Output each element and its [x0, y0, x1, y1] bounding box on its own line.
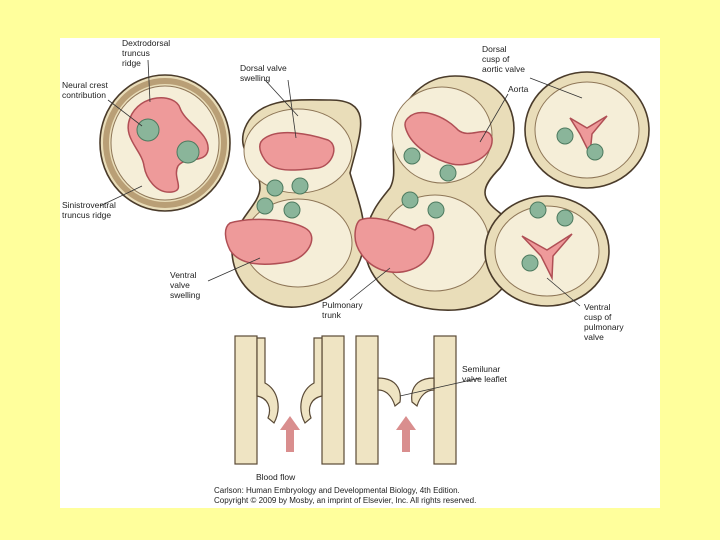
label-blood-flow: Blood flow: [256, 472, 296, 482]
label-dextrodorsal-1: Dextrodorsal: [122, 38, 170, 48]
leader-lines: [99, 59, 583, 397]
stage-2-upper-lumen: [259, 131, 335, 171]
stage-2-truncus: [224, 99, 366, 308]
label-neural-crest-1: Neural crest: [62, 80, 108, 90]
label-ventral-cusp-4: valve: [584, 332, 604, 342]
label-ventral-valve-1: Ventral: [170, 270, 197, 280]
label-aorta: Aorta: [508, 84, 529, 94]
stage-2-lower-lumen: [224, 218, 313, 265]
stage-3-truncus: [354, 75, 516, 311]
label-pulmonary-trunk-2: trunk: [322, 310, 342, 320]
label-dextrodorsal-2: truncus: [122, 48, 150, 58]
neural-crest-cells: [176, 140, 200, 164]
label-ventral-valve-3: swelling: [170, 290, 201, 300]
pulmonary-valve-cusps: [521, 233, 573, 281]
label-dorsal-cusp-1: Dorsal: [482, 44, 507, 54]
label-semilunar-1: Semilunar: [462, 364, 500, 374]
valve-leaflet: [411, 377, 435, 408]
valve-leaflet: [377, 377, 401, 408]
stage-1-truncus: [99, 74, 231, 212]
aorta-lumen: [404, 112, 493, 166]
caption-line-1: Carlson: Human Embryology and Developmen…: [214, 486, 460, 495]
valve-leaflet: [256, 337, 279, 424]
stage-4-truncus: [484, 71, 650, 307]
label-sinistroventral-1: Sinistroventral: [62, 200, 116, 210]
aortic-valve-cusps: [569, 115, 608, 157]
label-dorsal-valve-1: Dorsal valve: [240, 63, 287, 73]
label-ventral-cusp-1: Ventral: [584, 302, 611, 312]
label-dextrodorsal-3: ridge: [122, 58, 141, 68]
caption-line-2: Copyright © 2009 by Mosby, an imprint of…: [214, 496, 476, 505]
label-dorsal-valve-2: swelling: [240, 73, 271, 83]
pulmonary-trunk-lumen: [354, 217, 435, 274]
label-pulmonary-trunk-1: Pulmonary: [322, 300, 363, 310]
label-ventral-cusp-3: pulmonary: [584, 322, 624, 332]
label-dorsal-cusp-2: cusp of: [482, 54, 510, 64]
label-dorsal-cusp-3: aortic valve: [482, 64, 525, 74]
label-semilunar-2: valve leaflet: [462, 374, 508, 384]
valve-leaflet: [300, 337, 323, 424]
label-ventral-cusp-2: cusp of: [584, 312, 612, 322]
valve-section-right: [355, 335, 457, 465]
neural-crest-cells: [136, 118, 160, 142]
label-sinistroventral-2: truncus ridge: [62, 210, 111, 220]
label-ventral-valve-2: valve: [170, 280, 190, 290]
label-neural-crest-2: contribution: [62, 90, 106, 100]
blood-flow-arrow: [280, 416, 300, 430]
blood-flow-arrow: [396, 416, 416, 430]
valve-section-left: [234, 335, 345, 465]
